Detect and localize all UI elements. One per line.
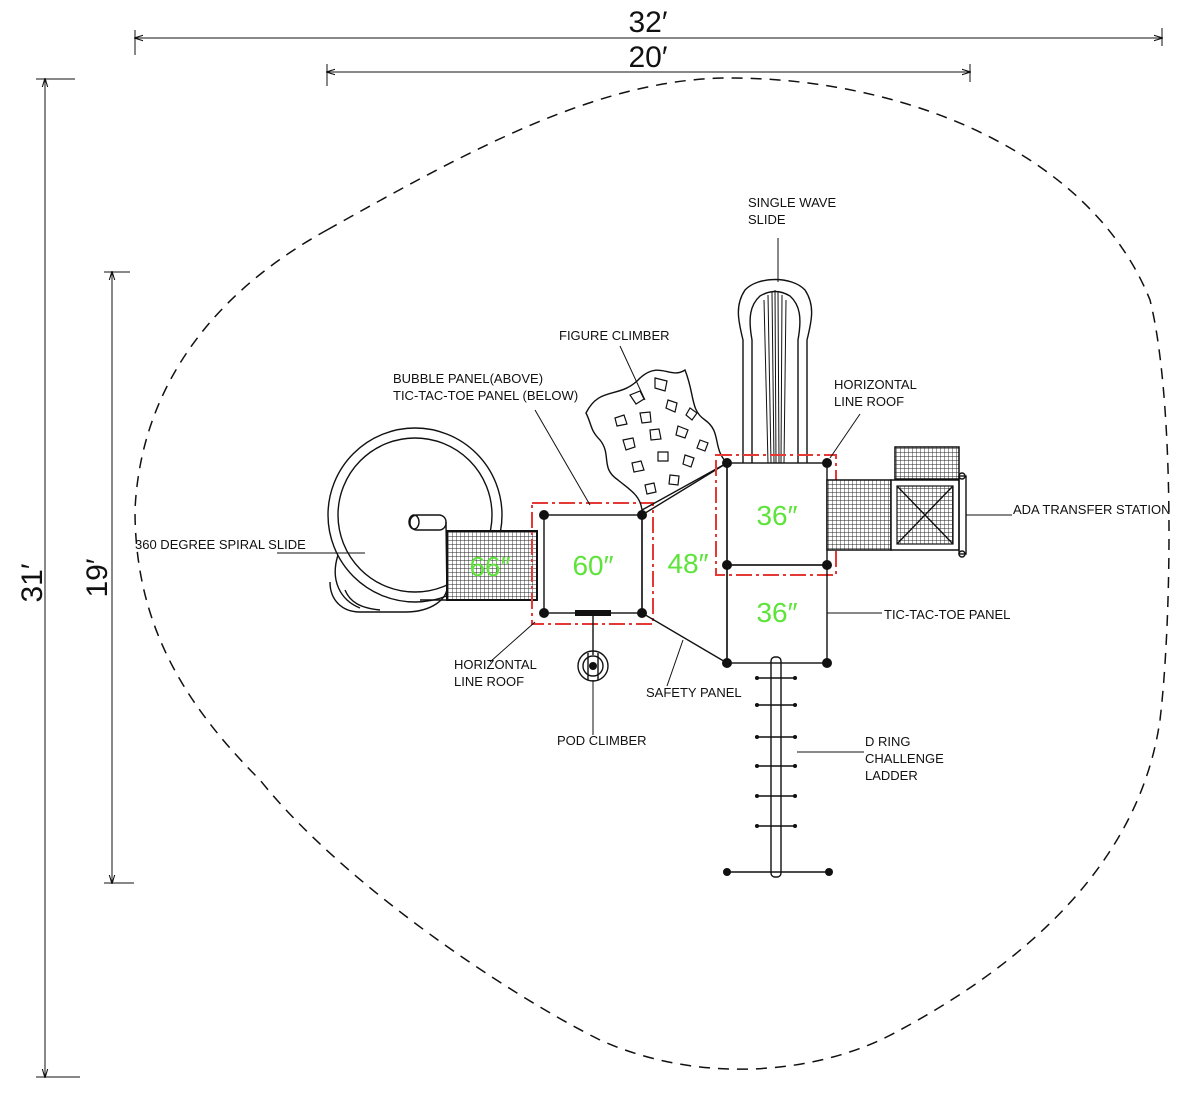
deck-36-lower-label: 36″ (756, 597, 797, 628)
deck-66-platform (446, 530, 538, 601)
horizontal-roof-left-label-1: HORIZONTAL (454, 657, 537, 672)
deck-36-upper-label: 36″ (756, 500, 797, 531)
figure-climber-label: FIGURE CLIMBER (559, 328, 670, 343)
single-wave-slide-label-2: SLIDE (748, 212, 786, 227)
safety-panel-label: SAFETY PANEL (646, 685, 742, 700)
deck-36-lower-platform (722, 564, 832, 668)
leader-lines (277, 238, 1012, 753)
bubble-panel-label-2: TIC-TAC-TOE PANEL (BELOW) (393, 388, 578, 403)
overall-depth-label: 31′ (16, 563, 49, 602)
bubble-panel-label-1: BUBBLE PANEL(ABOVE) (393, 371, 543, 386)
dimension-overall-depth: 31′ (16, 79, 80, 1077)
tic-tac-toe-panel-label: TIC-TAC-TOE PANEL (884, 607, 1010, 622)
d-ring-label-3: LADDER (865, 768, 918, 783)
horizontal-roof-right-label-1: HORIZONTAL (834, 377, 917, 392)
single-wave-slide-label-1: SINGLE WAVE (748, 195, 836, 210)
pod-climber (577, 616, 609, 682)
deck-60-label: 60″ (572, 550, 613, 581)
ada-transfer-station-label: ADA TRANSFER STATION (1013, 502, 1170, 517)
horizontal-roof-left-label-2: LINE ROOF (454, 674, 524, 689)
safety-zone-outline (134, 77, 1170, 1070)
dimension-inner-depth: 19′ (81, 272, 134, 883)
overall-width-label: 32′ (629, 6, 668, 39)
spiral-slide-label: 360 DEGREE SPIRAL SLIDE (135, 537, 306, 552)
d-ring-label-2: CHALLENGE (865, 751, 944, 766)
pod-climber-label: POD CLIMBER (557, 733, 647, 748)
d-ring-ladder (723, 656, 833, 878)
figure-climber (585, 368, 729, 512)
dimension-overall-width: 32′ (135, 6, 1162, 55)
dimension-inner-width: 20′ (327, 41, 970, 86)
horizontal-roof-right-label-2: LINE ROOF (834, 394, 904, 409)
inner-width-label: 20′ (629, 41, 668, 74)
inner-depth-label: 19′ (81, 558, 114, 597)
single-wave-slide (737, 278, 813, 464)
deck-66-label: 66″ (469, 551, 510, 582)
d-ring-label-1: D RING (865, 734, 911, 749)
deck-48-label: 48″ (667, 548, 708, 579)
ada-transfer-station (826, 446, 967, 558)
